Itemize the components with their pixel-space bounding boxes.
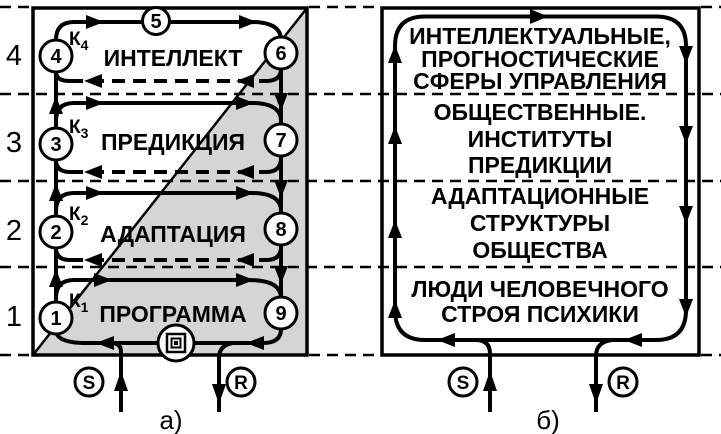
panel-b-arrowheads [388, 9, 693, 404]
b-block4-line1: ЛЮДИ ЧЕЛОВЕЧНОГО [411, 276, 668, 302]
node-7: 7 [275, 130, 286, 152]
panel-a-arrowheads [49, 15, 288, 404]
axis-level-4: 4 [6, 40, 22, 72]
panel-a-caption: а) [159, 405, 182, 434]
axis-level-2: 2 [6, 215, 22, 247]
output-r-label-a: R [234, 373, 248, 394]
node-6: 6 [275, 43, 286, 65]
node-8: 8 [275, 219, 286, 241]
output-r-label-b: R [616, 373, 630, 394]
b-block1-line1: ИНТЕЛЛЕКТУАЛЬНЫЕ, [409, 23, 671, 49]
axis-level-1: 1 [6, 301, 22, 333]
panel-b-sr-circles [447, 366, 639, 398]
node-4: 4 [50, 46, 62, 68]
level-title-program: ПРОГРАММА [99, 301, 246, 327]
b-block2-line2: ИНСТИТУТЫ [468, 126, 613, 152]
k3-sub: 3 [81, 125, 89, 141]
b-block1-line3: СФЕРЫ УПРАВЛЕНИЯ [413, 68, 667, 94]
program-icon [165, 332, 187, 354]
input-s-label-b: S [457, 373, 470, 394]
svg-text:К3: К3 [69, 117, 89, 141]
k1-label: К [69, 291, 81, 312]
k4-sub: 4 [81, 37, 89, 53]
svg-text:К4: К4 [69, 29, 89, 53]
k-coefficient-labels: К4 К3 К2 К1 [69, 29, 89, 315]
panel-b-loop [393, 14, 688, 412]
b-block2-line3: ПРЕДИКЦИИ [468, 152, 612, 178]
level-title-intellect: ИНТЕЛЛЕКТ [104, 45, 243, 71]
b-block3-line2: СТРУКТУРЫ [470, 210, 610, 236]
panel-a-diagonal-line [32, 7, 308, 356]
k4-label: К [69, 29, 81, 50]
level-title-adaptation: АДАПТАЦИЯ [100, 221, 246, 247]
panel-b-box-border [380, 6, 701, 357]
input-s-label-a: S [83, 373, 96, 394]
axis-level-3: 3 [6, 127, 22, 159]
b-block2-line1: ОБЩЕСТВЕННЫЕ. [434, 99, 647, 125]
svg-text:К2: К2 [69, 204, 89, 228]
node-9: 9 [275, 303, 286, 325]
level-title-prediction: ПРЕДИКЦИЯ [101, 129, 245, 155]
k2-label: К [69, 204, 81, 225]
node-1: 1 [50, 308, 61, 330]
b-block4-line2: СТРОЯ ПСИХИКИ [441, 301, 639, 327]
node-2: 2 [50, 222, 61, 244]
k2-sub: 2 [81, 212, 89, 228]
k1-sub: 1 [81, 299, 89, 315]
b-block3-line3: ОБЩЕСТВА [472, 237, 607, 263]
b-block3-line1: АДАПТАЦИОННЫЕ [431, 183, 649, 209]
svg-text:К1: К1 [69, 291, 89, 315]
panel-a-feedback-dashed-lines [70, 79, 266, 262]
b-block1-line2: ПРОГНОСТИЧЕСКИЕ [421, 46, 659, 72]
level-boundary-dashed-lines [0, 5, 721, 357]
node-5: 5 [150, 11, 161, 33]
node-3: 3 [50, 134, 61, 156]
panel-b-caption: б) [536, 405, 560, 434]
k3-label: К [69, 117, 81, 138]
